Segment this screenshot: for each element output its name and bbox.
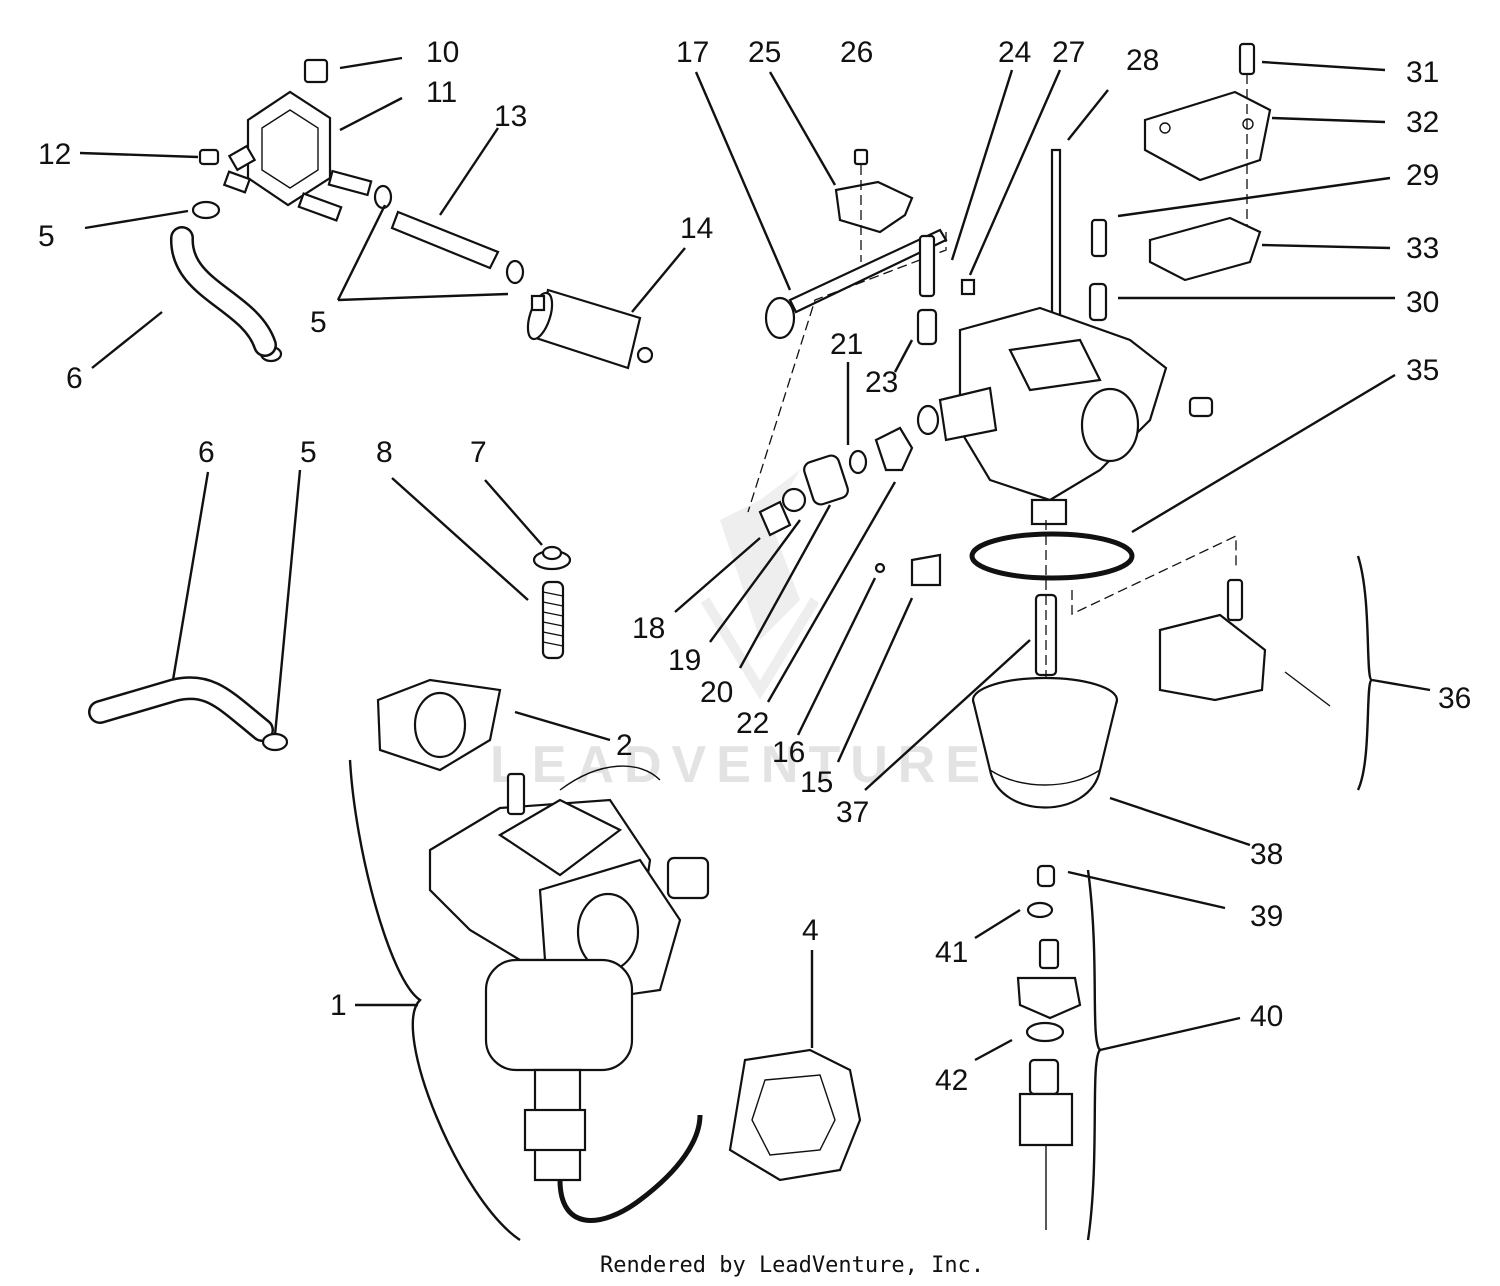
callout-27: 27 <box>1052 36 1085 69</box>
loose-hose-and-spring <box>88 545 572 752</box>
callout-20: 20 <box>700 676 733 709</box>
callout-5-b: 5 <box>310 306 327 339</box>
callout-2: 2 <box>616 729 633 762</box>
callout-13: 13 <box>494 100 527 133</box>
callout-33: 33 <box>1406 232 1439 265</box>
callout-5-a: 5 <box>38 220 55 253</box>
callout-38: 38 <box>1250 838 1283 871</box>
callout-35: 35 <box>1406 354 1439 387</box>
callout-16: 16 <box>772 736 805 769</box>
carburetor-assembly <box>348 678 862 1241</box>
callout-11: 11 <box>426 76 457 109</box>
callout-6-b: 6 <box>198 436 215 469</box>
callout-30: 30 <box>1406 286 1439 319</box>
callout-14: 14 <box>680 212 713 245</box>
callout-22: 22 <box>736 707 769 740</box>
callout-19: 19 <box>668 644 701 677</box>
callout-12: 12 <box>38 138 71 171</box>
callout-10: 10 <box>426 36 459 69</box>
callout-7: 7 <box>470 436 487 469</box>
callout-25: 25 <box>748 36 781 69</box>
callout-29: 29 <box>1406 159 1439 192</box>
callout-39: 39 <box>1250 900 1283 933</box>
callout-21: 21 <box>830 328 863 361</box>
throttle-shaft-parts <box>747 148 948 587</box>
callout-42: 42 <box>935 1064 968 1097</box>
leader-lines <box>79 56 1431 1062</box>
callout-1: 1 <box>330 989 347 1022</box>
callout-32: 32 <box>1406 106 1439 139</box>
callout-5-c: 5 <box>300 436 317 469</box>
callout-18: 18 <box>632 612 665 645</box>
watermark-text: LEADVENTURE <box>490 736 990 794</box>
callout-28: 28 <box>1126 44 1159 77</box>
carburetor-body-exploded <box>916 42 1374 1241</box>
callout-37: 37 <box>836 796 869 829</box>
callout-numbers: 10 11 12 13 5 14 5 6 6 5 8 7 2 1 4 17 25… <box>38 36 1471 1097</box>
callout-31: 31 <box>1406 56 1439 89</box>
callout-40: 40 <box>1250 1000 1283 1033</box>
callout-17: 17 <box>676 36 709 69</box>
footer-credit: Rendered by LeadVenture, Inc. <box>600 1253 984 1278</box>
callout-36: 36 <box>1438 682 1471 715</box>
fuel-pump-assembly <box>170 58 654 370</box>
callout-23: 23 <box>865 366 898 399</box>
callout-8: 8 <box>376 436 393 469</box>
callout-6-a: 6 <box>66 362 83 395</box>
callout-4: 4 <box>802 914 819 947</box>
callout-41: 41 <box>935 936 968 969</box>
callout-15: 15 <box>800 766 833 799</box>
callout-24: 24 <box>998 36 1031 69</box>
callout-26: 26 <box>840 36 873 69</box>
